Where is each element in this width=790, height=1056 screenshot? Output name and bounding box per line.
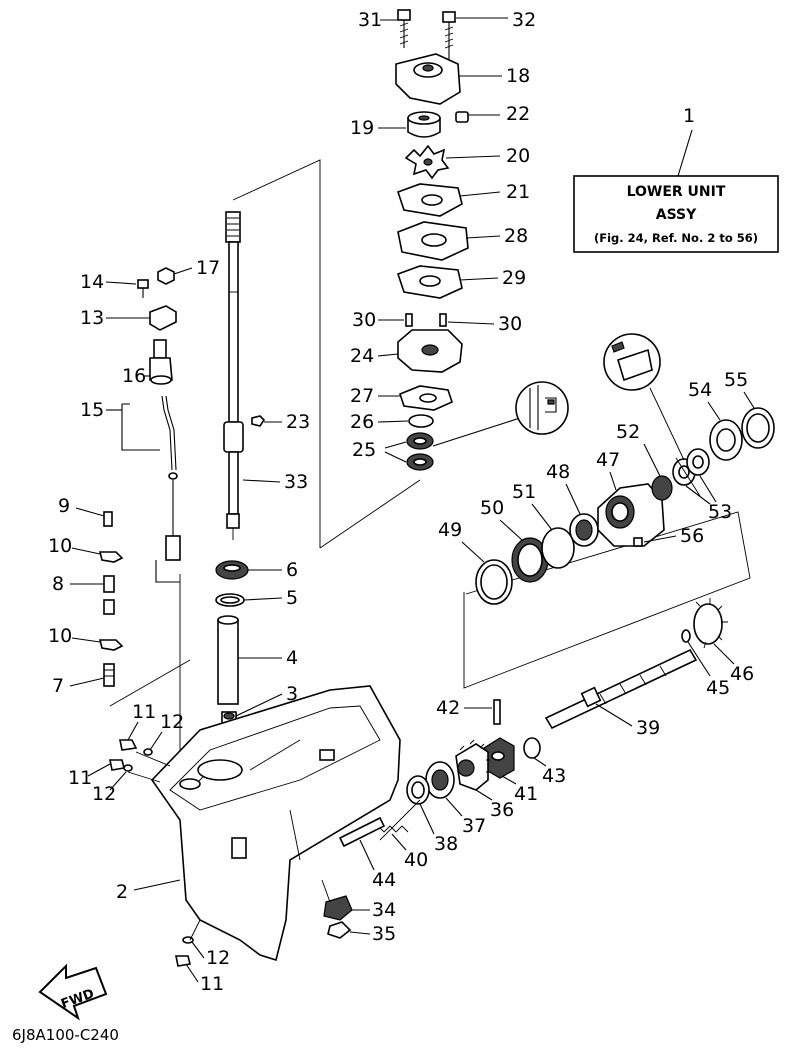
shift-rod-parts	[98, 511, 124, 687]
label-3: 3	[286, 683, 298, 705]
label-33: 33	[284, 471, 308, 493]
label-23: 23	[286, 411, 310, 433]
label-17: 17	[196, 257, 220, 279]
label-13: 13	[80, 307, 104, 329]
label-2: 2	[116, 881, 128, 903]
label-40: 40	[404, 849, 428, 871]
seal-detail-circle	[515, 381, 569, 435]
label-50: 50	[480, 497, 504, 519]
label-49: 49	[438, 519, 462, 541]
lower-case	[109, 685, 401, 967]
label-30b: 30	[498, 313, 522, 335]
label-20: 20	[506, 145, 530, 167]
shift-linkage	[109, 267, 191, 770]
label-28: 28	[504, 225, 528, 247]
label-47: 47	[596, 449, 620, 471]
label-48: 48	[546, 461, 570, 483]
label-41: 41	[514, 783, 538, 805]
driveshaft-seals	[215, 560, 249, 727]
label-36: 36	[490, 799, 514, 821]
part-labels: 31 32 18 22 19 20 21 28 29 30 30 24 27 2…	[48, 9, 755, 995]
label-26: 26	[350, 411, 374, 433]
water-pump-group	[384, 9, 521, 471]
label-29: 29	[502, 267, 526, 289]
label-42: 42	[436, 697, 460, 719]
title-box-line3: (Fig. 24, Ref. No. 2 to 56)	[594, 231, 758, 245]
label-15: 15	[80, 399, 104, 421]
label-52: 52	[616, 421, 640, 443]
label-18: 18	[506, 65, 530, 87]
label-10b: 10	[48, 625, 72, 647]
label-16: 16	[122, 365, 146, 387]
label-4: 4	[286, 647, 298, 669]
label-8: 8	[52, 573, 64, 595]
label-14: 14	[80, 271, 104, 293]
label-11c: 11	[200, 973, 224, 995]
diagram-code: 6J8A100-C240	[12, 1026, 119, 1044]
fwd-arrow: FWD	[38, 963, 108, 1021]
label-10a: 10	[48, 535, 72, 557]
label-38: 38	[434, 833, 458, 855]
label-12a: 12	[160, 711, 184, 733]
label-54: 54	[688, 379, 712, 401]
label-12c: 12	[206, 947, 230, 969]
label-32: 32	[512, 9, 536, 31]
label-27: 27	[350, 385, 374, 407]
title-box: 1 LOWER UNIT ASSY (Fig. 24, Ref. No. 2 t…	[573, 105, 779, 253]
label-12b: 12	[92, 783, 116, 805]
label-6: 6	[286, 559, 298, 581]
label-21: 21	[506, 181, 530, 203]
bearing-housing-group	[475, 333, 775, 649]
label-34: 34	[372, 899, 396, 921]
label-5: 5	[286, 587, 298, 609]
label-11a: 11	[132, 701, 156, 723]
label-35: 35	[372, 923, 396, 945]
label-30a: 30	[352, 309, 376, 331]
label-37: 37	[462, 815, 486, 837]
label-1: 1	[683, 105, 695, 127]
label-55: 55	[724, 369, 748, 391]
label-9: 9	[58, 495, 70, 517]
label-19: 19	[350, 117, 374, 139]
label-51: 51	[512, 481, 536, 503]
label-44: 44	[372, 869, 396, 891]
propeller-shaft-group	[321, 511, 751, 939]
label-31: 31	[358, 9, 382, 31]
label-39: 39	[636, 717, 660, 739]
label-45: 45	[706, 677, 730, 699]
title-box-line1: LOWER UNIT	[627, 184, 726, 200]
drive-shaft	[223, 159, 421, 549]
label-25: 25	[352, 439, 376, 461]
label-7: 7	[52, 675, 64, 697]
label-11b: 11	[68, 767, 92, 789]
title-box-line2: ASSY	[656, 207, 697, 223]
label-46: 46	[730, 663, 754, 685]
label-53: 53	[708, 501, 732, 523]
label-43: 43	[542, 765, 566, 787]
label-24: 24	[350, 345, 374, 367]
label-56: 56	[680, 525, 704, 547]
label-22: 22	[506, 103, 530, 125]
